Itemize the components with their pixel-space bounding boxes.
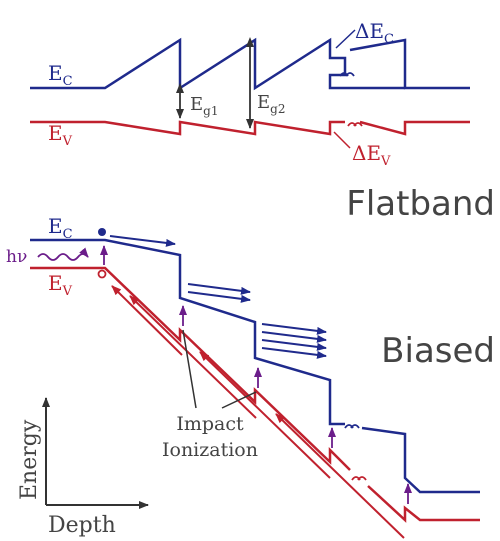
impact-pointer bbox=[221, 391, 257, 409]
biased-conduction-edge bbox=[361, 426, 480, 494]
eg2-label: Eg2 bbox=[257, 92, 285, 116]
hole-arrow bbox=[275, 413, 405, 539]
biased-ev-label: EV bbox=[48, 271, 73, 299]
eg1-label: Eg1 bbox=[190, 94, 218, 118]
biased-title: Biased bbox=[381, 331, 495, 371]
electron-arrow bbox=[261, 323, 327, 335]
delta-ev-label: ΔEV bbox=[352, 141, 391, 169]
impact-label-line1: Impact bbox=[176, 413, 244, 435]
electron-arrow bbox=[187, 283, 251, 295]
hole-arrow bbox=[199, 351, 331, 479]
flatband-valence-edge bbox=[359, 120, 470, 136]
impact-pointer bbox=[182, 329, 197, 409]
conduction-break-icon bbox=[339, 72, 355, 77]
hole-arrow bbox=[111, 285, 183, 356]
photon-wave-icon bbox=[37, 247, 89, 261]
photon-label: hν bbox=[6, 247, 27, 267]
delta-ec-pointer bbox=[335, 29, 356, 49]
energy-axis-label: Energy bbox=[17, 419, 42, 500]
valence-break-icon bbox=[347, 122, 363, 127]
delta-ec-label: ΔEC bbox=[355, 19, 394, 47]
flatband-diagram: EC EV Eg1 Eg2 ΔEC ΔEV Flatband bbox=[30, 19, 495, 224]
impact-label-line2: Ionization bbox=[162, 439, 258, 461]
flatband-conduction-band bbox=[30, 37, 405, 91]
biased-valence-band bbox=[30, 266, 351, 471]
hole-dot bbox=[97, 269, 107, 279]
flatband-valence-band bbox=[30, 120, 345, 136]
electron-arrow bbox=[261, 347, 327, 359]
flatband-conduction-edge bbox=[349, 38, 470, 90]
electron-arrow bbox=[109, 235, 176, 247]
flatband-ec-label: EC bbox=[48, 61, 73, 89]
biased-ec-label: EC bbox=[48, 214, 73, 242]
hole-arrow bbox=[129, 295, 257, 419]
depth-axis-label: Depth bbox=[48, 513, 116, 538]
biased-valence-break-icon bbox=[351, 476, 367, 481]
biased-valence-edge bbox=[367, 485, 480, 523]
biased-conduction-break-icon bbox=[344, 424, 360, 429]
energy-depth-axes: Energy Depth bbox=[17, 397, 149, 538]
electron-dot bbox=[98, 228, 106, 236]
biased-diagram: hν EC EV Impact Ionization Biased bbox=[6, 214, 495, 539]
flatband-title: Flatband bbox=[346, 184, 495, 224]
electron-arrow bbox=[261, 331, 327, 343]
electron-arrow bbox=[261, 339, 327, 351]
delta-ev-pointer bbox=[333, 131, 351, 149]
biased-conduction-band bbox=[30, 238, 345, 426]
electron-arrow bbox=[187, 291, 251, 303]
flatband-ev-label: EV bbox=[48, 121, 73, 149]
